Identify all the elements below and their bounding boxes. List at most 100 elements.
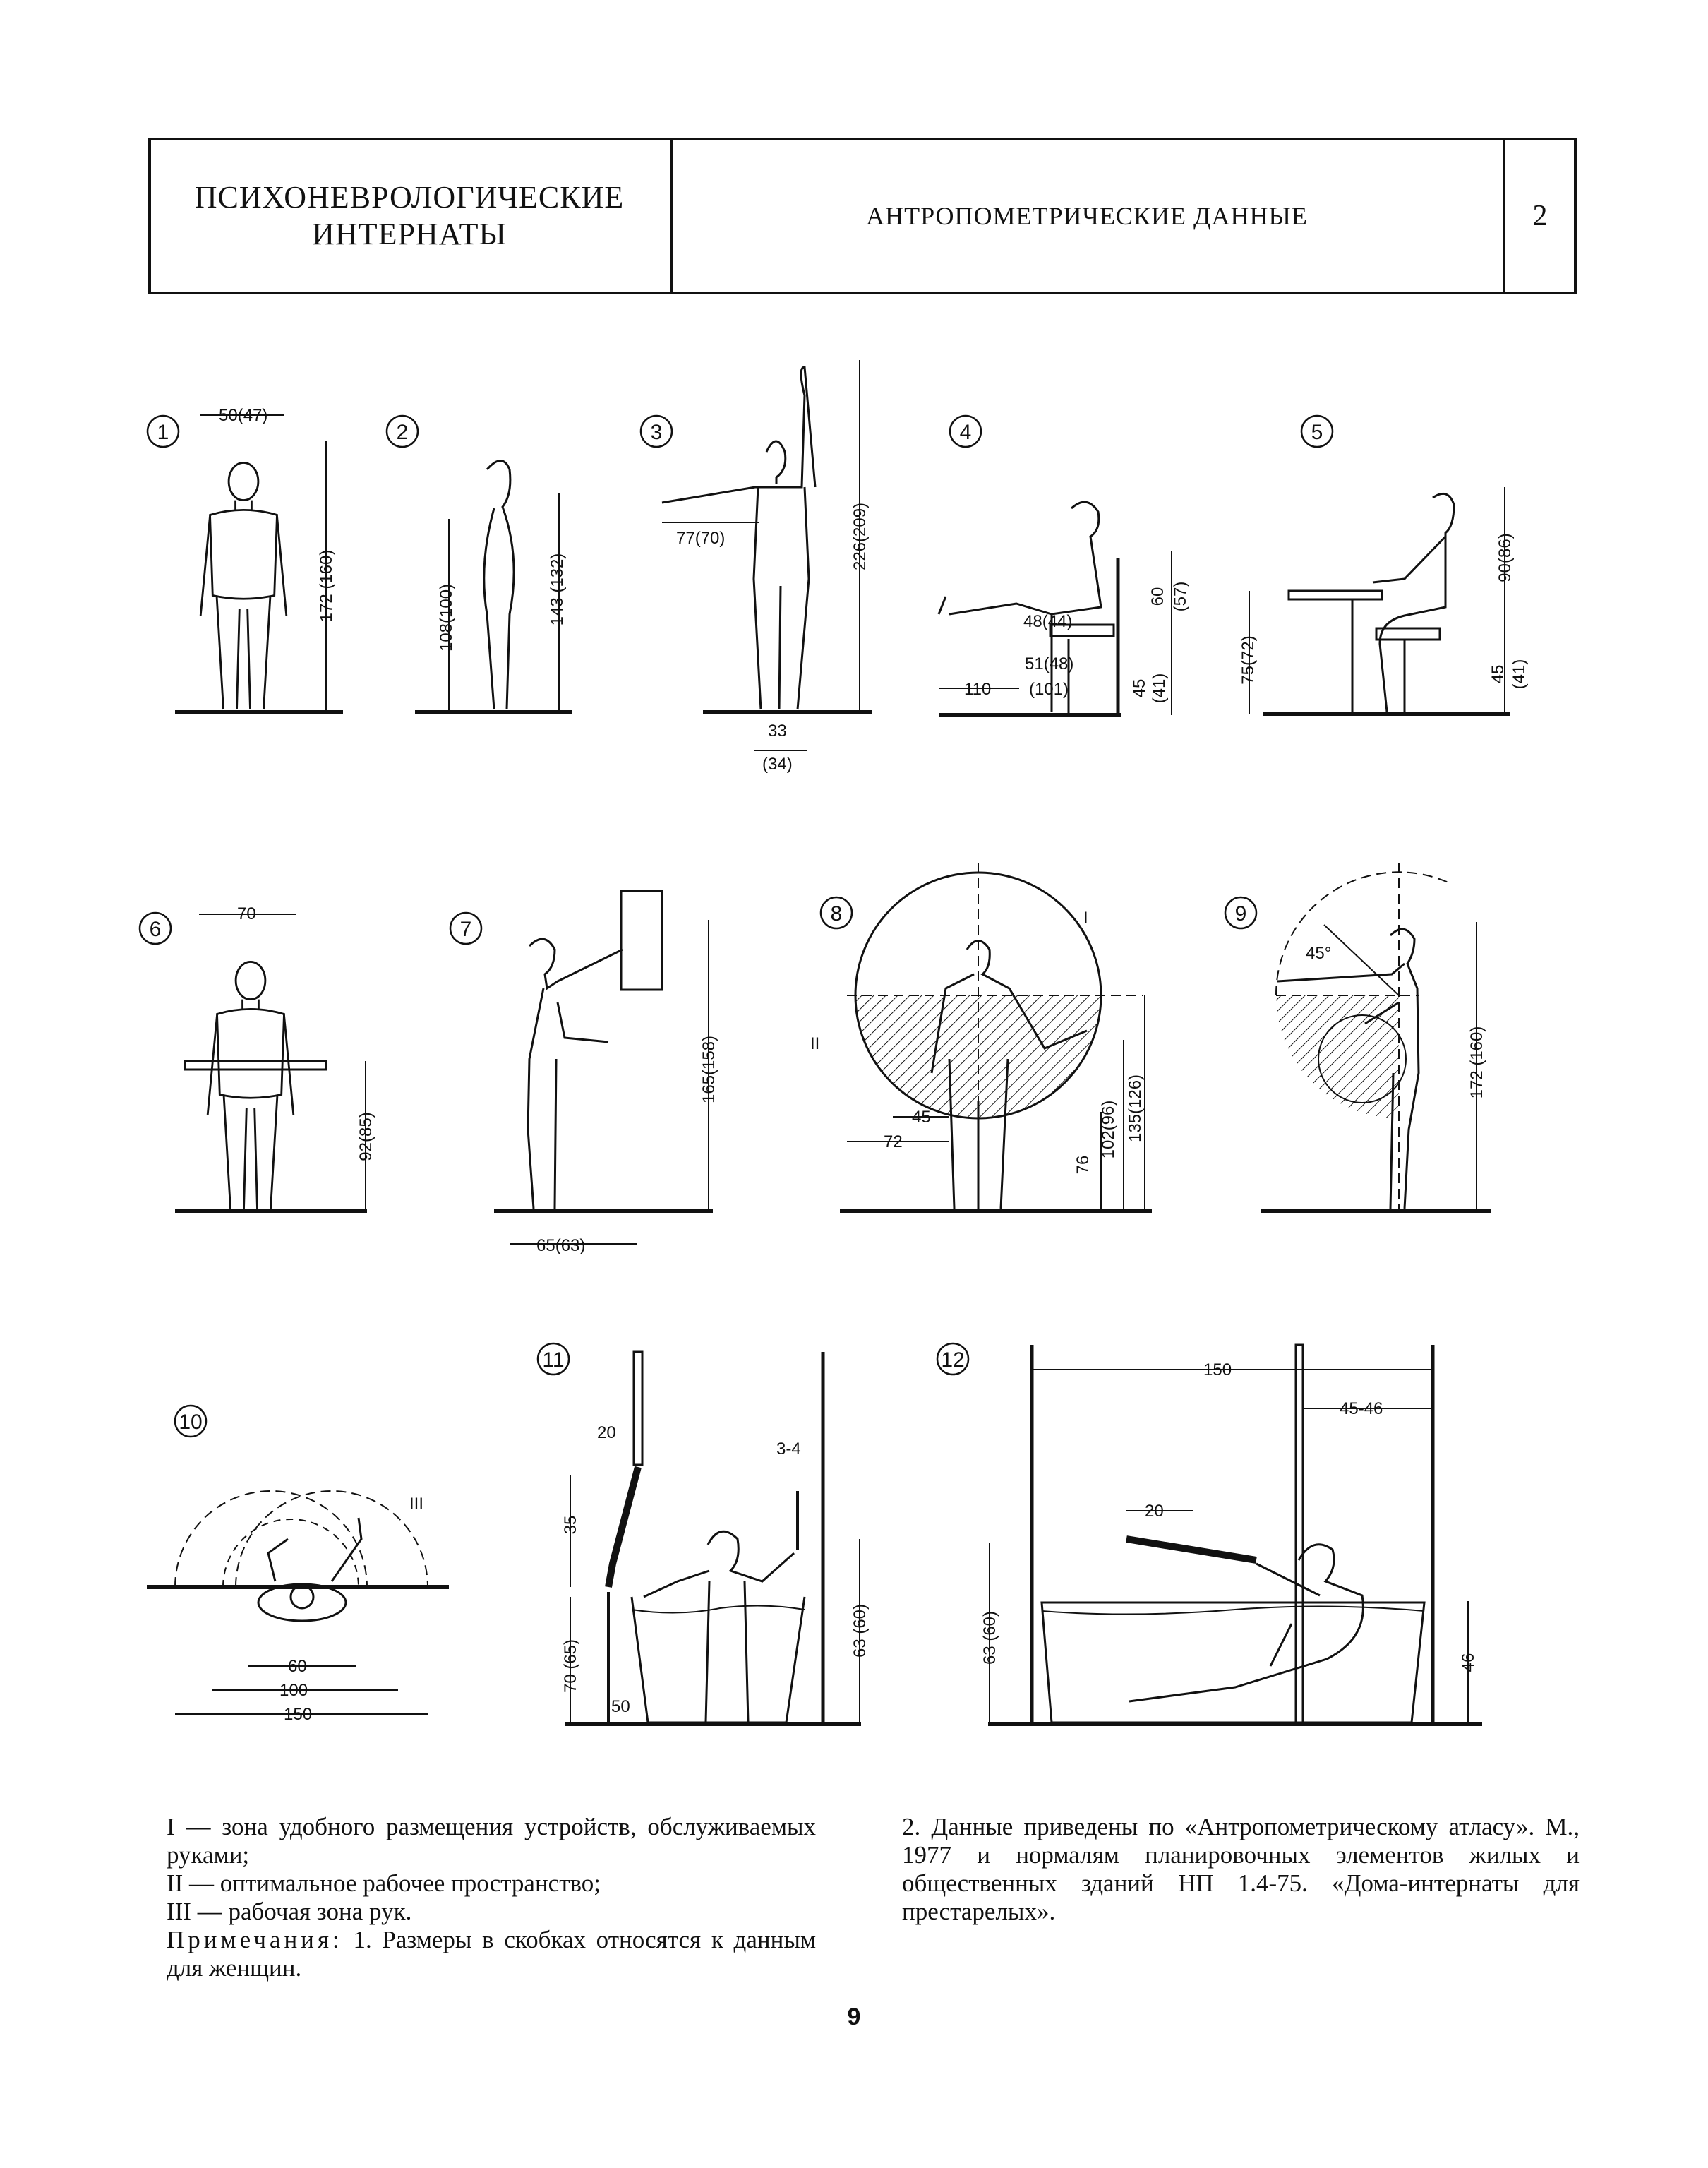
dim-5-h2: 90(86) [1496,533,1515,582]
dim-11-h3: 63 (60) [850,1604,870,1658]
figure-4: 4 48(44) 51(48) (101) 110 60 (57) 45 (41… [937,414,1190,717]
dim-5-h4: (41) [1510,659,1529,690]
note-1-text: 1. Размеры в скобках относятся к данным … [167,1926,816,1982]
dim-12-d2: 20 [1145,1502,1164,1521]
section-title-line-2: ИНТЕРНАТЫ [312,217,507,251]
dim-7-height: 165(158) [699,1036,718,1103]
dim-8-h1: 76 [1073,1156,1093,1175]
dim-3-reach: 77(70) [676,529,725,548]
header-divider-2 [1503,138,1505,294]
dim-4-d1: 48(44) [1023,612,1072,631]
sheet-number: 2 [1532,200,1548,232]
section-title-line-1: ПСИХОНЕВРОЛОГИЧЕСКИЕ [194,180,625,215]
figure-12: 12 150 45-46 20 63 (60) 46 [936,1342,1482,1726]
badge-1: 1 [146,414,180,448]
zone-II-label: II [810,1034,819,1053]
legend-item-3: III — рабочая зона рук. [167,1898,412,1925]
table-5 [1287,589,1383,601]
dim-12-width: 150 [1203,1360,1232,1379]
dim-1-height: 172 (160) [317,550,336,623]
page-number: 9 [847,2004,861,2030]
zone-III-label: III [409,1495,423,1514]
badge-5: 5 [1300,414,1334,448]
dim-3-foot2: (34) [762,755,793,774]
figure-9: 9 45° 172 (160) [1224,863,1491,1213]
dim-5-h1: 75(72) [1239,635,1258,684]
dim-11-h2: 70 (65) [561,1639,580,1693]
badge-2: 2 [385,414,419,448]
dim-8-d2: 72 [884,1132,903,1151]
topic-title: АНТРОПОМЕТРИЧЕСКИЕ ДАННЫЕ [866,202,1308,230]
header-left-border [148,138,151,294]
badge-5-label: 5 [1311,421,1323,444]
header-top-border [148,138,1577,140]
dim-11-d1: 20 [597,1423,616,1442]
dim-11-d2: 3-4 [776,1439,801,1459]
badge-6: 6 [138,911,172,945]
figure-10: 10 III 60 100 150 [147,1404,449,1724]
badge-12-label: 12 [941,1348,964,1372]
dim-4-d2: 51(48) [1025,654,1073,673]
legend-item-2: II — оптимальное рабочее пространство; [167,1869,601,1897]
dim-7-reach: 65(63) [536,1236,585,1255]
zone-9-hatch [1276,995,1399,1118]
figure-8: 8 I II 45 72 76 102(96) 135(126) [810,863,1152,1213]
badge-7: 7 [449,911,483,945]
dim-11-d3: 50 [611,1697,630,1716]
legend-item-1: I — зона удобного размещения устройств, … [167,1813,816,1869]
anthropometric-figures: 1 50(47) 172 (160) 2 108(100) 143 (132) … [138,360,1529,1726]
badge-2-label: 2 [397,421,409,444]
badge-3-label: 3 [651,421,663,444]
dim-4-d3: (101) [1029,680,1069,699]
figure-1: 1 50(47) 172 (160) [146,406,343,714]
figure-11: 11 20 3-4 35 70 (65) 63 (60) 50 [536,1342,870,1726]
badge-8-label: 8 [831,902,843,926]
dim-8-h3: 135(126) [1126,1074,1145,1142]
note-2: 2. Данные приведены по «Антропометрическ… [902,1813,1580,1925]
dim-2-h2: 143 (132) [548,553,567,626]
figure-7: 7 165(158) 65(63) [449,890,718,1255]
dim-9-angle: 45° [1306,944,1331,963]
badge-10-label: 10 [179,1411,202,1434]
badge-12: 12 [936,1342,970,1376]
dim-8-h2: 102(96) [1099,1101,1118,1159]
badge-8: 8 [819,896,853,930]
badge-9-label: 9 [1235,902,1247,926]
badge-11-label: 11 [542,1348,564,1372]
badge-10: 10 [174,1404,208,1438]
zone-I-label: I [1083,909,1088,928]
section-title: ПСИХОНЕВРОЛОГИЧЕСКИЕ ИНТЕРНАТЫ [148,138,670,294]
dim-1-width: 50(47) [219,406,267,425]
badge-4: 4 [949,414,982,448]
dim-9-height: 172 (160) [1467,1026,1486,1099]
dim-4-h2: (57) [1171,582,1190,612]
dim-11-h1: 35 [561,1516,580,1535]
dim-2-h1: 108(100) [437,584,456,652]
note-1: Примечания: 1. Размеры в скобках относят… [167,1926,816,1982]
legend-right: 2. Данные приведены по «Антропометрическ… [902,1813,1580,1926]
legend-left: I — зона удобного размещения устройств, … [167,1813,816,1982]
dim-4-h1: 60 [1148,587,1167,606]
figure-6: 6 70 92(85) [138,904,375,1213]
header-right-border [1574,138,1577,294]
dim-3-foot1: 33 [768,721,787,741]
badge-1-label: 1 [157,421,169,444]
notes-label: Примечания: [167,1926,343,1953]
dim-8-d1: 45 [912,1108,931,1127]
dim-6-height: 92(85) [356,1112,375,1161]
dim-4-h4: (41) [1150,673,1169,704]
counter-6 [184,1060,327,1071]
dim-4-d4: 110 [964,680,991,699]
badge-9: 9 [1224,896,1258,930]
dim-5-h3: 45 [1489,665,1508,684]
dim-6-width: 70 [237,904,256,923]
dim-4-h3: 45 [1130,679,1149,698]
badge-4-label: 4 [960,421,972,444]
chair-5 [1375,627,1441,641]
dim-10-d1: 60 [288,1657,307,1676]
dim-10-d3: 150 [284,1705,312,1724]
figure-3: 3 77(70) 226(209) 33 (34) [639,360,872,774]
badge-3: 3 [639,414,673,448]
sheet-header: ПСИХОНЕВРОЛОГИЧЕСКИЕ ИНТЕРНАТЫ АНТРОПОМЕ… [148,138,1577,294]
badge-7-label: 7 [460,918,472,941]
